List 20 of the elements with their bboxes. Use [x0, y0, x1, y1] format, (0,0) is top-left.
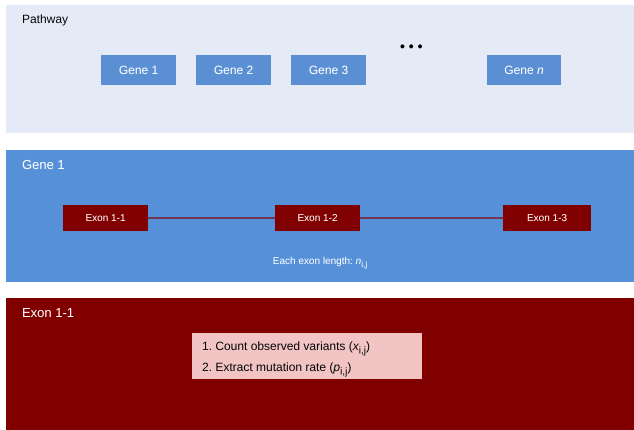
exon-box: Exon 1-3	[503, 205, 591, 231]
exon-panel	[6, 298, 634, 430]
ellipsis-text: • • •	[400, 38, 422, 54]
gene-box: Gene n	[487, 55, 561, 85]
exon-box: Exon 1-2	[275, 205, 360, 231]
pathway-panel	[6, 5, 634, 133]
gene-panel	[6, 150, 634, 282]
gene-box: Gene 3	[291, 55, 366, 85]
step-text: 1. Count observed variants (x$_{i,j}$)	[202, 338, 370, 358]
panel-title: Pathway	[22, 12, 68, 26]
connector-line	[148, 217, 275, 219]
exon-box: Exon 1-1	[63, 205, 148, 231]
panel-title: Exon 1-1	[22, 305, 74, 320]
connector-line	[360, 217, 503, 219]
gene-box: Gene 2	[196, 55, 271, 85]
panel-title: Gene 1	[22, 157, 65, 172]
step-text: 2. Extract mutation rate (p$_{i,j}$)	[202, 359, 352, 380]
note-text: Each exon length: n$_{i,j}$	[272, 256, 368, 269]
step-list-box	[192, 333, 422, 379]
gene-box: Gene 1	[101, 55, 176, 85]
